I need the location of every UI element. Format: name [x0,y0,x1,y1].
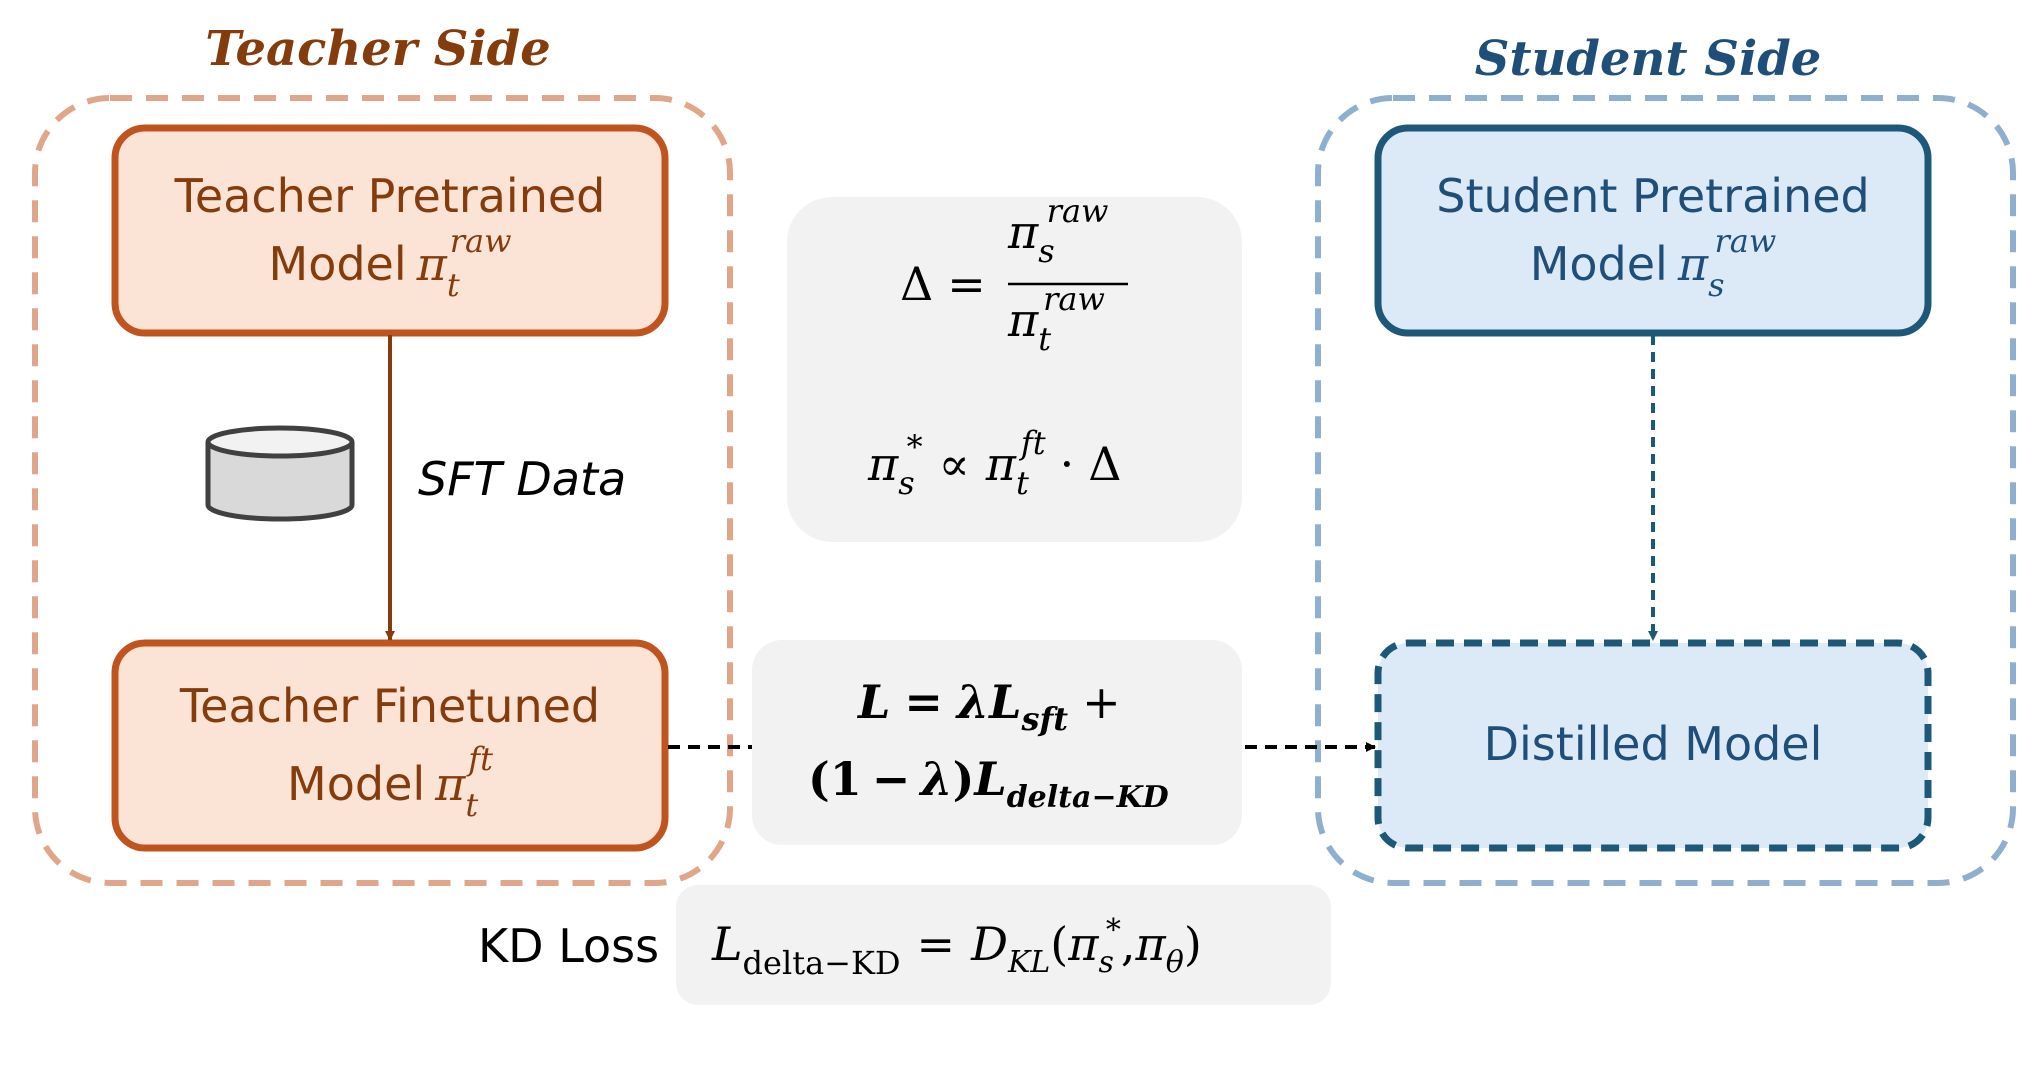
kl-divergence-symbol: D [970,917,1008,971]
fraction-numerator: πsraw [1007,192,1108,270]
teacher-pretrained-title: Teacher Pretrained [174,169,606,223]
pi-symbol: π [985,437,1017,491]
pi-symbol: π [1677,237,1709,291]
pi-subscript: t [1038,320,1051,358]
dot-operator: · [1060,437,1075,491]
pi-symbol: π [1135,917,1167,971]
teacher-finetuned-box [111,639,669,852]
delta-symbol: Δ [900,257,933,311]
delta-lhs: Δ= [900,257,986,311]
pi-superscript: raw [1047,192,1109,230]
student-pretrained-box [1374,124,1932,337]
equals-sign: = [947,257,986,311]
pi-subscript: t [465,786,478,824]
pi-subscript: t [1016,464,1029,502]
loss-symbol: L [856,675,890,729]
open-paren: ( [808,752,830,806]
theta-subscript: θ [1166,945,1184,980]
teacher-side-group [32,95,733,886]
model-word: Model [1530,237,1668,291]
equals-sign: = [917,917,956,971]
pi-subscript: s [1708,266,1724,304]
one-digit: 1 [830,752,862,806]
pi-superscript: raw [1043,280,1105,318]
pi-symbol: π [416,237,448,291]
minus-sign: − [872,752,911,806]
loss-formula-line1: L=λLsft+ [856,675,1121,738]
pi-symbol: π [1067,917,1099,971]
pi-symbol: π [1007,293,1039,347]
kd-loss-formula: Ldelta−KD=DKL(πs*,πθ) [711,913,1202,982]
delta-symbol: Δ [1088,437,1121,491]
kd-loss-label: KD Loss [478,919,659,973]
optimal-policy-formula: πs*∝πtft·Δ [867,424,1121,502]
kl-subscript: KL [1007,945,1050,980]
proportional-sign: ∝ [939,437,970,491]
close-paren: ) [953,752,975,806]
pi-subscript: s [1098,945,1113,980]
pi-subscript: s [1038,232,1054,270]
sft-loss-symbol: L [987,675,1021,729]
loss-symbol: L [711,917,743,971]
equals-sign: = [904,675,943,729]
comma: , [1121,917,1136,971]
delta-kd-subscript: delta−KD [1007,780,1169,815]
model-word: Model [269,237,407,291]
pi-superscript: raw [450,222,512,260]
pi-symbol: π [434,757,466,811]
close-paren: ) [1184,917,1202,971]
pi-symbol: π [1007,205,1039,259]
pi-subscript: t [447,266,460,304]
pi-superscript: * [1106,913,1121,948]
pi-superscript: ft [1019,424,1046,462]
delta-kd-loss-symbol: L [972,752,1006,806]
distilled-model-box [1374,639,1932,852]
lambda-symbol: λ [955,675,989,729]
delta-kd-subscript: delta−KD [743,944,901,982]
student-pretrained-title: Student Pretrained [1436,169,1869,223]
loss-formula-panel [752,640,1242,845]
distilled-model-label: Distilled Model [1484,717,1823,771]
pi-superscript: raw [1715,222,1777,260]
lambda-symbol: λ [918,752,952,806]
loss-formula-line2: (1−λ)Ldelta−KD [808,752,1169,815]
delta-formula-panel [787,197,1242,542]
kd-loss-panel [676,885,1331,1005]
sft-subscript: sft [1021,700,1069,738]
teacher-side-title: Teacher Side [205,21,551,77]
student-side-title: Student Side [1475,31,1822,87]
model-word: Model [287,757,425,811]
pi-subscript: s [898,464,914,502]
sft-data-label: SFT Data [418,452,626,506]
pi-symbol: π [867,437,899,491]
pi-superscript: ft [466,740,493,778]
pi-superscript: * [907,428,923,466]
database-icon [205,425,355,522]
teacher-pretrained-box [111,124,669,337]
teacher-finetuned-title: Teacher Finetuned [179,679,600,733]
plus-sign: + [1082,675,1121,729]
student-side-group [1315,95,2016,886]
fraction-denominator: πtraw [1007,280,1105,358]
open-paren: ( [1050,917,1068,971]
